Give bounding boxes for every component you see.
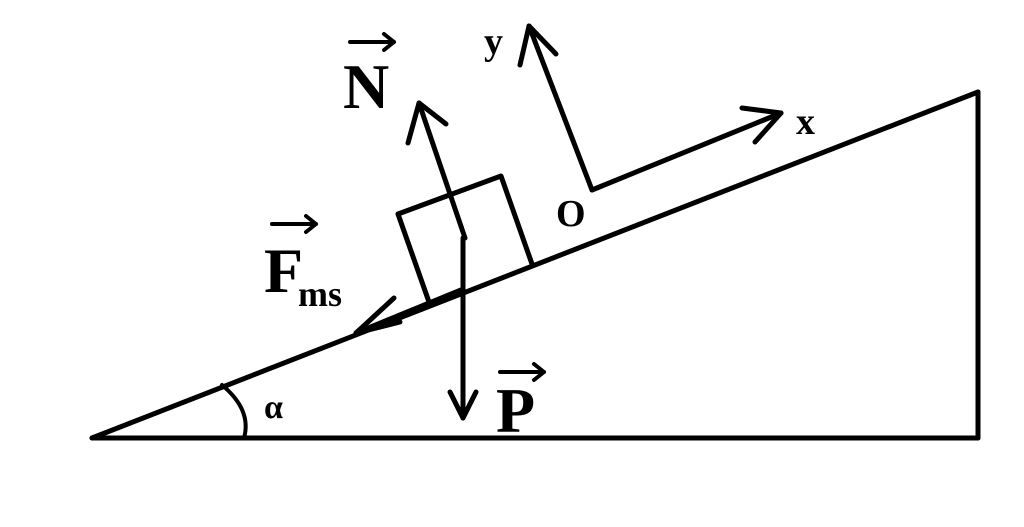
origin-label: O: [556, 193, 586, 235]
inclined-plane: [89, 89, 981, 441]
svg-text:P: P: [496, 375, 535, 446]
svg-text:ms: ms: [298, 274, 342, 314]
svg-text:N: N: [343, 51, 389, 122]
vector-arrow-icon: [348, 32, 396, 52]
friction-force-arrow: [353, 287, 464, 336]
friction-force-label: F ms: [264, 214, 342, 314]
plane-slope: [89, 89, 981, 441]
x-axis-label: x: [796, 101, 815, 143]
vector-arrow-icon: [270, 214, 318, 234]
weight-arrow: [447, 235, 479, 421]
normal-force-arrow: [405, 100, 468, 241]
x-axis-arrow: [589, 105, 784, 193]
vector-arrow-icon: [498, 362, 546, 382]
normal-force-label: N: [343, 32, 396, 122]
angle-label: α: [264, 389, 283, 426]
angle-arc: [220, 383, 248, 440]
y-axis-arrow: [517, 23, 595, 193]
svg-text:F: F: [264, 235, 303, 306]
weight-label: P: [496, 362, 546, 446]
y-axis-label: y: [484, 21, 503, 63]
